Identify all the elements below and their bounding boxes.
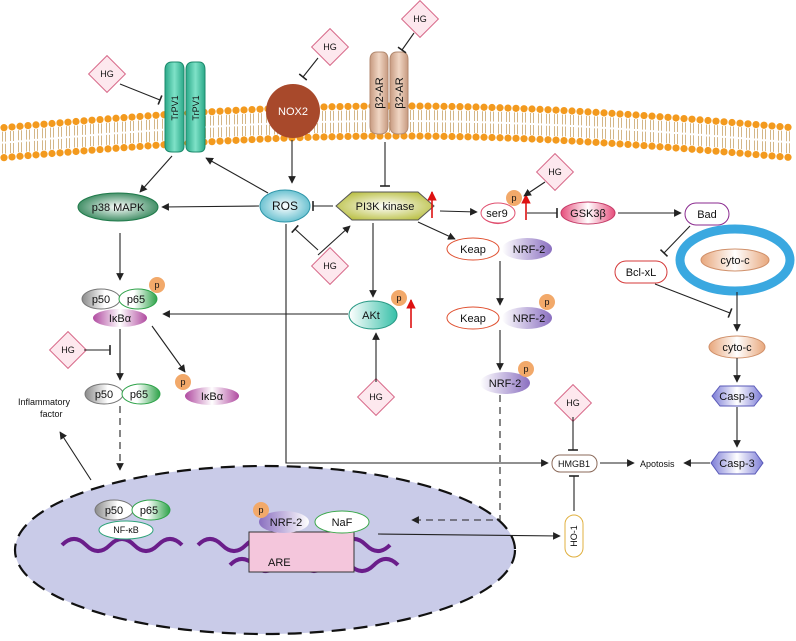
edges [59,140,741,540]
ser9-phospho: p [506,190,522,206]
svg-text:ARE: ARE [268,557,291,569]
svg-text:HG: HG [323,42,337,52]
inflammatory-factor-label-1: Inflammatory [18,397,71,407]
nfkb-nuclear: p50 p65 NF-κB [94,499,171,540]
nox2-label: NOX2 [278,106,308,118]
hg-marker-3: HG [400,0,440,39]
ho1-node: HO-1 [564,514,584,558]
svg-text:HMGB1: HMGB1 [558,459,590,469]
cytoc-mito-label: cyto-c [720,255,750,267]
hg-marker-6: HG [48,330,88,370]
bad-node: Bad [684,202,730,226]
svg-text:Casp-3: Casp-3 [719,458,754,470]
svg-text:Casp-9: Casp-9 [719,391,754,403]
svg-text:p65: p65 [130,389,148,401]
nrf2-free: NRF-2 p [480,361,534,394]
hg-marker-4: HG [535,152,575,192]
mitochondrion: cyto-c [675,224,795,296]
svg-text:p: p [396,293,401,303]
svg-text:cyto-c: cyto-c [722,342,752,354]
svg-text:p: p [258,505,263,515]
svg-text:HG: HG [323,261,337,271]
b2ar-receptor: β2-AR β2-AR [369,51,409,135]
ikba-free: IκBα p [175,374,239,405]
p38-mapk-node: p38 MAPK [77,192,159,222]
inflammatory-factor-label-2: factor [40,409,63,419]
are-element: ARE [248,531,355,573]
svg-text:HG: HG [100,69,114,79]
svg-text:p50: p50 [92,294,110,306]
svg-text:p: p [180,377,185,387]
bclxl-node: Bcl-xL [614,260,668,284]
trpv1-label-a: TrPV1 [170,95,180,120]
nfkb-ikba-complex: p50 p65 IκBα p [81,277,165,327]
cytoc-node: cyto-c [708,335,766,359]
svg-text:HG: HG [61,345,75,355]
svg-text:HG: HG [413,14,427,24]
svg-text:HG: HG [566,398,580,408]
gsk3b-node: GSK3β [560,201,616,225]
hg3-inhibits-b2ar [397,32,415,54]
svg-text:GSK3β: GSK3β [570,208,606,220]
hg-marker-2: HG [310,27,350,67]
svg-text:p: p [511,193,516,203]
svg-text:NF-κB: NF-κB [113,525,139,535]
svg-text:p: p [544,297,549,307]
apoptosis-label: Apotosis [640,459,675,469]
b2ar-label-b: β2-AR [394,77,406,108]
svg-text:NaF: NaF [332,517,353,529]
ros-node: ROS [259,189,311,223]
hmgb1-node: HMGB1 [551,454,598,473]
hg2-inhibits-nox2 [298,57,319,81]
svg-text:AKt: AKt [362,310,380,322]
keap-nrf2-complex-1: Keap NRF-2 [446,237,552,261]
trpv1-label-b: TrPV1 [191,95,201,120]
svg-text:IκBα: IκBα [109,313,132,325]
svg-text:ROS: ROS [272,199,298,213]
svg-text:HO-1: HO-1 [569,525,579,547]
hg-marker-1: HG [87,54,127,94]
svg-text:NRF-2: NRF-2 [513,244,545,256]
casp3-node: Casp-3 [710,451,764,475]
nfkb-free: p50 p65 [84,383,161,405]
svg-text:Bad: Bad [697,209,717,221]
akt-node: AKt p [348,290,407,330]
ser9-node: ser9 [480,202,516,224]
hg-marker-5: HG [310,246,350,286]
svg-text:ser9: ser9 [486,208,507,220]
svg-text:p50: p50 [95,389,113,401]
svg-text:NRF-2: NRF-2 [513,313,545,325]
svg-text:p50: p50 [105,505,123,517]
casp9-node: Casp-9 [711,385,763,407]
svg-text:p65: p65 [127,294,145,306]
hg1-inhibits-trpv1 [119,83,163,105]
svg-text:PI3K kinase: PI3K kinase [356,201,415,213]
hg-marker-7: HG [356,377,396,417]
svg-text:IκBα: IκBα [201,391,224,403]
svg-text:p: p [154,280,159,290]
svg-text:HG: HG [548,167,562,177]
trpv1-channel: TrPV1 TrPV1 [164,61,206,153]
svg-text:NRF-2: NRF-2 [489,378,521,390]
nox2-enzyme: NOX2 [266,84,320,138]
svg-text:Keap: Keap [460,244,486,256]
svg-text:p65: p65 [140,505,158,517]
svg-text:p38 MAPK: p38 MAPK [92,202,145,214]
nrf2-naf-nuclear: NRF-2 p NaF [253,502,370,534]
svg-text:Bcl-xL: Bcl-xL [626,267,657,279]
svg-text:NRF-2: NRF-2 [270,517,302,529]
pi3k-node: PI3K kinase [335,191,435,221]
svg-text:HG: HG [369,392,383,402]
hg-marker-8: HG [553,383,593,423]
svg-text:Keap: Keap [460,313,486,325]
b2ar-label-a: β2-AR [374,77,386,108]
keap-nrf2-complex-2: Keap NRF-2 p [446,294,555,330]
svg-text:p: p [523,364,528,374]
